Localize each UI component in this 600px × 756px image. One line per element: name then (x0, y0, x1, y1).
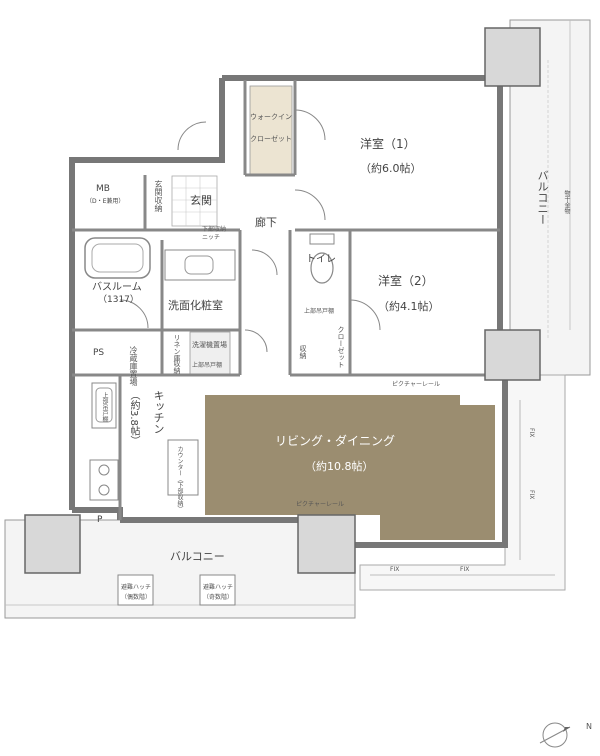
interior-walls (72, 80, 500, 520)
living-floor (205, 395, 495, 540)
western-room-1-size: （約6.0帖） (360, 162, 422, 175)
picture-rail-bottom-label: ピクチャーレール (296, 501, 344, 508)
east-balcony-label: バルコニー (536, 170, 549, 225)
kitchen-sink (91, 382, 117, 429)
washer-label: 洗濯機置場 (192, 341, 227, 349)
evac-hatches (117, 574, 236, 606)
outer-walls (69, 75, 508, 548)
evac-hatch-even-label-2: （偶数階） (121, 594, 152, 601)
kitchen-size: （約3.8帖） (128, 390, 139, 446)
picture-rail-top-label: ピクチャーレール (392, 381, 440, 388)
fridge-label: 冷蔵庫置場 (129, 346, 138, 386)
fix-label-4: FIX (460, 566, 470, 573)
kitchen-name: キッチン (152, 390, 165, 434)
fix-label-1: FIX (528, 428, 535, 438)
entrance-label: 玄関 (190, 194, 212, 207)
toilet-upper-shelf-label: 上部吊戸棚 (304, 308, 335, 315)
columns (24, 27, 541, 574)
hallway-label: 廊下 (255, 216, 277, 229)
mb-label: MB (96, 184, 110, 194)
drying-hardware-label: 物干金物 (563, 190, 570, 214)
walk-in-closet-label-2: クローゼット (250, 135, 292, 143)
north-label: N (586, 722, 592, 731)
washer-area-floor (189, 331, 231, 375)
washer-upper-shelf-label: 上部吊戸棚 (192, 362, 223, 369)
western-room-2-name: 洋室（2） (378, 274, 434, 288)
kitchen-upper-shelf-label: 上部吊戸棚 (101, 392, 108, 422)
evac-hatch-even-label-1: 避難ハッチ (121, 584, 152, 591)
counter (167, 439, 199, 496)
living-dining-size: （約10.8帖） (305, 460, 374, 473)
lower-shelf-label-2: ニッチ (202, 234, 221, 241)
walk-in-closet-label-1: ウォークイン (250, 113, 292, 121)
fix-label-3: FIX (390, 566, 400, 573)
bathroom-label: バスルーム (92, 282, 142, 293)
p-label: P (97, 515, 103, 525)
mb-sub-label: （D・E兼用） (86, 198, 125, 205)
ps-label: PS (93, 348, 105, 358)
storage-small-label: 収納 (299, 345, 307, 359)
east-balcony (509, 19, 591, 376)
entrance-storage-label: 玄関収納 (154, 180, 163, 212)
toilet-label: トイレ (306, 254, 336, 265)
bathroom-size: （1317） (98, 295, 139, 305)
doors (119, 109, 381, 353)
linen-label: リネン庫 (173, 334, 181, 362)
vanity (164, 249, 236, 281)
south-balcony-label: バルコニー (170, 550, 225, 563)
compass (539, 722, 571, 748)
entrance-floor (171, 175, 218, 227)
storage-label: 収納 (173, 360, 181, 374)
toilet-fixture (309, 233, 335, 284)
corner-balcony (359, 374, 566, 591)
closet-label: クローゼット (337, 326, 345, 368)
counter-label: カウンター（下部収納） (176, 446, 183, 512)
evac-hatch-odd-label-2: （奇数階） (203, 594, 234, 601)
washroom-label: 洗面化粧室 (168, 299, 223, 312)
western-room-2-size: （約4.1帖） (378, 300, 440, 313)
living-dining-name: リビング・ダイニング (275, 434, 396, 448)
kitchen-stove (89, 459, 119, 501)
fix-label-2: FIX (528, 490, 535, 500)
western-room-1-name: 洋室（1） (360, 137, 416, 151)
evac-hatch-odd-label-1: 避難ハッチ (203, 584, 234, 591)
bathtub (84, 237, 151, 279)
lower-shelf-label-1: 下部収納 (202, 226, 227, 233)
